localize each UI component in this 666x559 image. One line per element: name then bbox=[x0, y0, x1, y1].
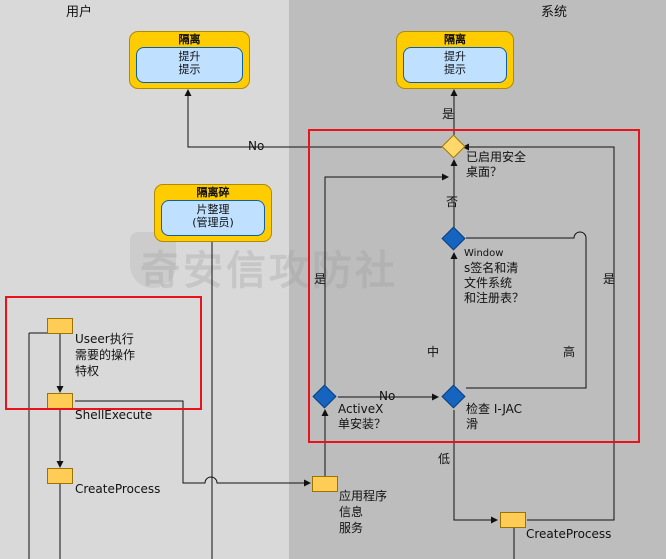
box-title: 隔离碎 bbox=[196, 186, 230, 199]
edge-label-no-top: No bbox=[248, 139, 265, 153]
box-body: 片整理 (管理员) bbox=[161, 200, 265, 236]
user-lane-title: 用户 bbox=[66, 5, 93, 20]
check-iac-label-1: 检查 I-JAC bbox=[466, 402, 523, 416]
edge-cp-right bbox=[527, 475, 615, 521]
user-lane bbox=[0, 0, 289, 559]
watermark-text: 奇安信攻防社 bbox=[140, 248, 398, 294]
create-process-sys-label: CreateProcess bbox=[526, 527, 612, 541]
secure-desktop-label-1: 已启用安全 bbox=[466, 150, 527, 164]
edge-label-no-activex: No bbox=[379, 389, 396, 403]
edge-no-to-left-elevation bbox=[184, 89, 445, 148]
activex-label-2: 单安装？ bbox=[338, 417, 387, 431]
windows-signed-label-1: Window bbox=[464, 248, 504, 259]
system-lane bbox=[289, 0, 666, 559]
edge-low bbox=[453, 410, 498, 524]
defrag-admin-box: 隔离碎 片整理 (管理员) bbox=[154, 184, 272, 242]
windows-signed-label-3: 文件系统 bbox=[464, 276, 513, 290]
box-body-line2: 提示 bbox=[178, 63, 201, 76]
box-body-line1: 提升 bbox=[444, 50, 466, 63]
box-title: 隔离 bbox=[444, 33, 466, 46]
box-body-line1: 提升 bbox=[178, 50, 201, 63]
user-exec-label-2: 需要的操作 bbox=[75, 348, 136, 362]
edge-shell-to-appinfo bbox=[75, 400, 311, 487]
edge-activex-yes bbox=[324, 173, 449, 385]
box-title: 隔离 bbox=[178, 33, 201, 46]
highlight-frame-system bbox=[308, 129, 640, 443]
edge-label-yes-left: 是 bbox=[314, 272, 327, 286]
system-lane-title: 系统 bbox=[541, 5, 568, 20]
elevation-prompt-box-right: 隔离 提升 提示 bbox=[396, 31, 514, 89]
windows-signed-label-2: s签名和清 bbox=[464, 261, 519, 275]
edge-label-mid: 中 bbox=[427, 345, 440, 359]
box-body-line2: (管理员) bbox=[192, 216, 234, 229]
edge-label-yes-right: 是 bbox=[603, 272, 616, 286]
create-process-sys-node bbox=[500, 512, 526, 528]
edge-right-yes bbox=[462, 143, 615, 475]
create-process-user-node bbox=[47, 468, 73, 484]
user-exec-node bbox=[47, 318, 73, 334]
app-info-label-3: 服务 bbox=[339, 521, 364, 535]
edge-signed-right bbox=[466, 231, 587, 389]
app-info-label-1: 应用程序 bbox=[339, 489, 388, 503]
edge-label-yes-top: 是 bbox=[442, 107, 455, 121]
user-exec-label-3: 特权 bbox=[75, 364, 100, 378]
box-body-line2: 提示 bbox=[444, 63, 466, 76]
box-body: 提升 提示 bbox=[136, 47, 243, 83]
secure-desktop-label-2: 桌面？ bbox=[466, 165, 503, 179]
box-body: 提升 提示 bbox=[403, 47, 507, 83]
app-info-service-node bbox=[312, 476, 338, 492]
box-body-line1: 片整理 bbox=[196, 203, 230, 216]
create-process-user-label: CreateProcess bbox=[75, 482, 161, 496]
highlight-frame-user bbox=[5, 296, 202, 410]
user-exec-label-1: Useer执行 bbox=[75, 332, 134, 346]
app-info-label-2: 信息 bbox=[339, 505, 364, 519]
activex-label-1: ActiveX bbox=[338, 402, 384, 416]
edge-label-low: 低 bbox=[438, 452, 451, 466]
edge-label-high: 高 bbox=[563, 345, 576, 359]
check-iac-label-2: 滑 bbox=[466, 417, 479, 431]
elevation-prompt-box-left: 隔离 提升 提示 bbox=[129, 31, 250, 89]
shell-execute-label: ShellExecute bbox=[75, 408, 153, 422]
edge-label-no-secure: 否 bbox=[446, 195, 459, 209]
windows-signed-label-4: 和注册表？ bbox=[464, 291, 525, 305]
